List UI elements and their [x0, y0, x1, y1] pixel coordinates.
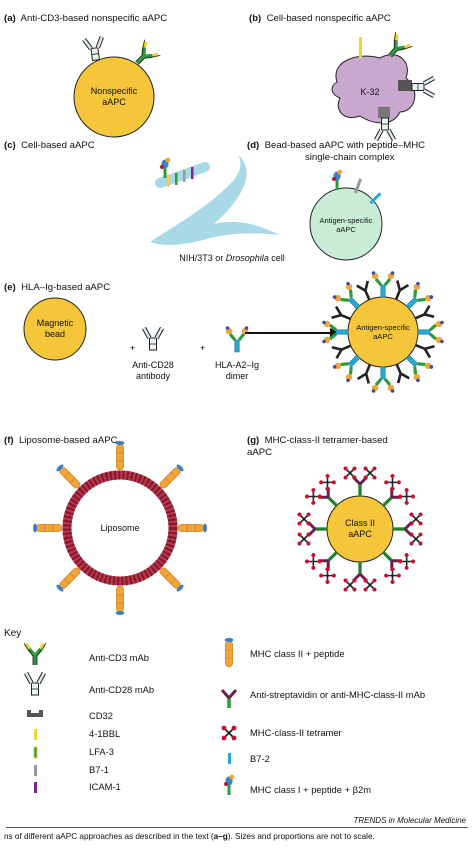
- key-label-mhc-class-i: MHC class I + peptide + β2m: [250, 784, 372, 795]
- panel-g-title: (g) MHC-class-II tetramer-based: [247, 435, 388, 446]
- key-title: Key: [4, 628, 22, 639]
- panel-g-title-line2: aAPC: [247, 447, 273, 458]
- mhc-class-ii-peptide-icon: [177, 523, 208, 533]
- key-label-tetramer: MHC-class-II tetramer: [250, 727, 342, 738]
- key-label-anti-cd28: Anti-CD28 mAb: [89, 684, 155, 695]
- panel-e-title: (e) HLA–Ig-based aAPC: [4, 282, 111, 293]
- footer-divider: [6, 827, 468, 828]
- panel-e-antibody-caption: Anti-CD28 antibody: [132, 360, 174, 381]
- panel-c-title: (c) Cell-based aAPC: [4, 140, 95, 151]
- mhc-class-ii-peptide-icon: [54, 565, 83, 594]
- panel-f: [32, 440, 208, 616]
- hla-a2-ig-dimer-icon: [416, 319, 446, 345]
- panel-d-node-label: Antigen-specific aAPC: [319, 216, 373, 234]
- anti-cd28-mab-icon: [144, 328, 162, 350]
- panel-g: [295, 464, 425, 594]
- mhc-class-ii-peptide-icon: [157, 462, 186, 491]
- key-label-mhc-class-ii-peptide: MHC class II + peptide: [250, 648, 345, 659]
- figure-caption: ns of different aAPC approaches as descr…: [4, 832, 375, 841]
- hla-a2-ig-dimer-icon: [370, 365, 396, 395]
- panel-a-title: (a) Anti-CD3-based nonspecific aAPC: [4, 13, 168, 24]
- journal-credit: TRENDS in Molecular Medicine: [353, 816, 466, 825]
- key-label-4-1bbl: 4-1BBL: [89, 728, 121, 739]
- panel-a: [73, 37, 160, 138]
- key-label-icam-1: ICAM-1: [89, 781, 121, 792]
- 4-1bbl-icon: [359, 37, 362, 59]
- panel-c: [150, 155, 280, 245]
- panel-e-bead-label: Magnetic bead: [36, 318, 74, 339]
- key-icons: [22, 637, 238, 795]
- mhc-class-ii-tetramer-icon: [341, 464, 379, 498]
- panel-f-title: (f) Liposome-based aAPC: [4, 435, 118, 446]
- panel-c-caption: NIH/3T3 or Drosophila cell: [179, 253, 285, 263]
- mhc-class-ii-peptide-icon: [115, 440, 125, 471]
- key-label-anti-cd3: Anti-CD3 mAb: [89, 652, 149, 663]
- mhc-class-ii-tetramer-icon: [295, 510, 329, 548]
- key-label-cd32: CD32: [89, 710, 113, 721]
- mhc-class-ii-peptide-icon: [157, 565, 186, 594]
- anti-cd28-mab-icon: [84, 37, 105, 61]
- cd32-icon: [398, 80, 412, 91]
- panel-d-title-line2: single-chain complex: [305, 152, 395, 163]
- mhc-class-ii-peptide-icon: [32, 523, 63, 533]
- key-label-b7-1: B7-1: [89, 764, 109, 775]
- panel-e-node-label: Antigen-specific aAPC: [356, 323, 410, 341]
- panel-b-node-label: K-32: [360, 87, 380, 97]
- plus-sign-2: +: [200, 343, 205, 353]
- panel-b: [331, 30, 434, 140]
- panel-d: [309, 169, 383, 261]
- panel-e: + +: [23, 269, 446, 395]
- panel-a-node-label: Nonspecific aAPC: [90, 86, 138, 107]
- panel-d-title: (d) Bead-based aAPC with peptide–MHC: [247, 140, 426, 151]
- mhc-class-i-icon: [332, 169, 343, 190]
- mhc-class-ii-tetramer-icon: [341, 560, 379, 594]
- mhc-class-ii-peptide-icon: [115, 585, 125, 616]
- key-label-anti-streptavidin: Anti-streptavidin or anti-MHC-class-II m…: [250, 689, 426, 700]
- key-label-b7-2: B7-2: [250, 753, 270, 764]
- key-label-lfa-3: LFA-3: [89, 746, 115, 757]
- mhc-class-ii-peptide-icon: [54, 462, 83, 491]
- plus-sign-1: +: [130, 343, 135, 353]
- mhc-class-ii-tetramer-icon: [391, 510, 425, 548]
- panel-g-node-label: Class II aAPC: [344, 518, 375, 539]
- panel-f-node-label: Liposome: [100, 523, 140, 533]
- panel-e-dimer-caption: HLA-A2–Ig dimer: [214, 360, 260, 381]
- hla-a2-ig-dimer-icon: [224, 324, 250, 354]
- panel-b-title: (b) Cell-based nonspecific aAPC: [249, 13, 391, 24]
- hla-a2-ig-dimer-icon: [370, 269, 396, 299]
